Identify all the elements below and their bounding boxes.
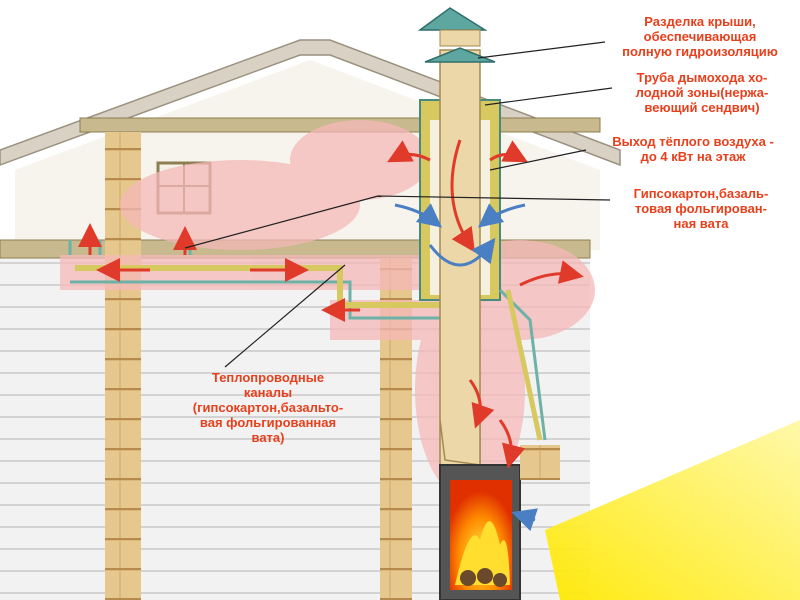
label-line: до 4 кВт на этаж bbox=[640, 149, 746, 164]
label-line: каналы bbox=[243, 385, 293, 400]
label-line: Выход тёплого воздуха - bbox=[612, 134, 774, 149]
label-line: Гипсокартон,базаль- bbox=[633, 186, 769, 201]
leader-lines bbox=[184, 41, 613, 368]
label-line: (гипсокартон,базальто- bbox=[192, 400, 344, 415]
label-roof-cut: Разделка крыши, обеспечивающая полную ги… bbox=[604, 14, 796, 59]
label-line: обеспечивающая bbox=[643, 29, 757, 44]
label-line: вая фольгированная bbox=[199, 415, 337, 430]
label-line: лодной зоны(нержа- bbox=[635, 85, 769, 100]
label-line: полную гидроизоляцию bbox=[622, 44, 778, 59]
label-line: веющий сендвич) bbox=[644, 100, 760, 115]
label-line: вата) bbox=[251, 430, 285, 445]
label-line: товая фольгирован- bbox=[635, 201, 767, 216]
label-line: Теплопроводные bbox=[211, 370, 325, 385]
label-line: Разделка крыши, bbox=[644, 14, 756, 29]
label-line: ная вата bbox=[673, 216, 729, 231]
cold-air-arrows bbox=[394, 203, 539, 532]
side-cladding bbox=[498, 288, 547, 441]
label-heat-channels: Теплопроводные каналы (гипсокартон,базал… bbox=[168, 370, 368, 445]
label-chimney-pipe: Труба дымохода хо- лодной зоны(нержа- ве… bbox=[612, 70, 792, 115]
label-line: Труба дымохода хо- bbox=[636, 70, 768, 85]
label-warm-air-outlet: Выход тёплого воздуха - до 4 кВт на этаж bbox=[588, 134, 798, 164]
warm-air-arrows bbox=[78, 139, 584, 469]
label-drywall-insulation: Гипсокартон,базаль- товая фольгирован- н… bbox=[610, 186, 792, 231]
fireplace bbox=[439, 445, 560, 600]
light-beam bbox=[545, 420, 800, 600]
